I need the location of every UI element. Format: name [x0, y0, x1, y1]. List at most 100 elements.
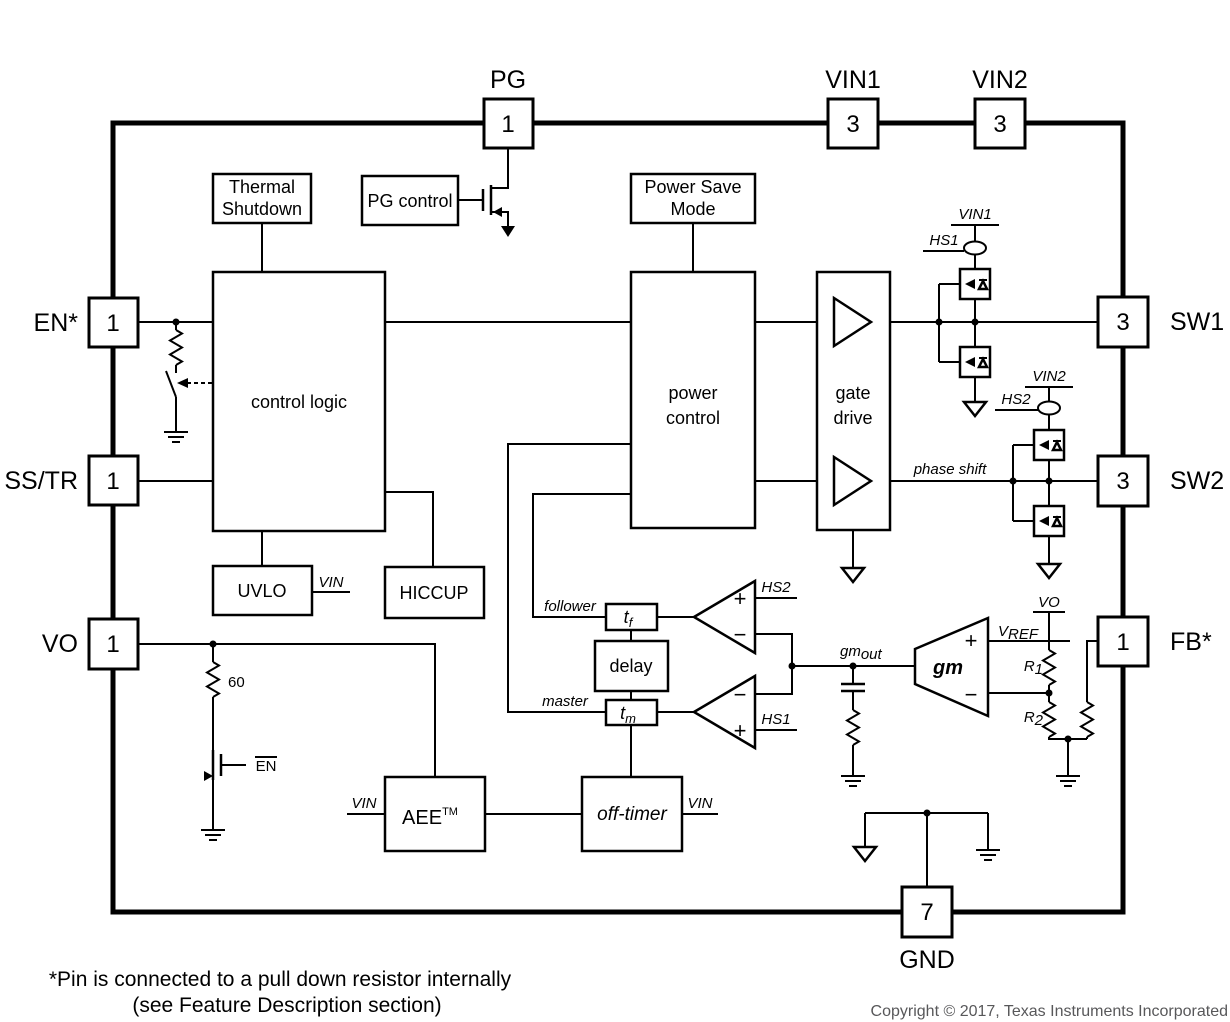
- delay-block: [593, 639, 670, 693]
- sw2-highside-fet-icon: [1032, 428, 1066, 462]
- comparator-upper-plus: +: [734, 586, 747, 611]
- pin-pg: 1 PG: [482, 66, 535, 150]
- gmout-capacitor-icon: [841, 682, 865, 693]
- gnd-earth-ground-icon: [976, 849, 1000, 861]
- pin-vo-number: 1: [106, 631, 119, 658]
- pin-fb-box: [1096, 615, 1150, 668]
- pin-fb: 1 FB*: [1096, 615, 1212, 668]
- pin-en-box: [87, 296, 140, 349]
- pin-sw2: 3 SW2: [1096, 454, 1224, 508]
- vin1-bridge-label: VIN1: [958, 206, 991, 223]
- delay-label: delay: [609, 656, 652, 676]
- power-save-label-1: Power Save: [644, 177, 741, 197]
- pin-vin1-number: 3: [846, 111, 859, 138]
- pin-sstr: 1 SS/TR: [4, 454, 140, 507]
- buffer-upper-icon: [832, 295, 874, 349]
- pin-sw2-box: [1096, 454, 1150, 508]
- signal-labels: follower master phase shift HS2 HS1 VIN …: [318, 206, 1073, 812]
- pin-fb-label: FB*: [1170, 628, 1212, 656]
- junction-sw1-node: [971, 318, 979, 326]
- gm-label: gm: [932, 657, 963, 679]
- pin-pg-label: PG: [490, 66, 526, 94]
- thermal-shutdown-block: [211, 172, 313, 225]
- comparator-lower-icon: [691, 673, 757, 751]
- junction-dots: [172, 318, 1072, 817]
- control-logic-label: control logic: [251, 392, 347, 412]
- pin-vin2: 3 VIN2: [972, 66, 1028, 150]
- tf-label: tf: [624, 607, 634, 630]
- vo-pulldown-resistor: [205, 661, 221, 698]
- tm-label: tm: [620, 703, 636, 726]
- vo-pulldown-value: 60: [228, 674, 245, 691]
- pin-vin1-label: VIN1: [825, 66, 881, 94]
- vo-discharge-mosfet-icon: [204, 750, 246, 781]
- junction-vo: [209, 640, 217, 648]
- pin-sstr-box: [87, 454, 140, 507]
- power-save-label-2: Mode: [670, 199, 715, 219]
- wire-hiccup-feed: [385, 491, 434, 567]
- junction-comparator: [788, 662, 796, 670]
- pin-vin2-box: [973, 97, 1027, 150]
- pin-fb-number: 1: [1116, 629, 1129, 656]
- pin-vo-label: VO: [42, 630, 78, 658]
- hiccup-label: HICCUP: [399, 583, 468, 603]
- hs2-comp-label: HS2: [761, 579, 791, 596]
- gmout-resistor: [845, 709, 861, 746]
- buffer-lower-icon: [832, 454, 874, 508]
- r1-label: R1: [1024, 658, 1043, 678]
- comparator-lower-plus: +: [734, 718, 747, 743]
- wire-comp-lower-minus: [755, 666, 793, 695]
- gnd-power-ground-icon: [851, 845, 879, 864]
- pin-vo: 1 VO: [42, 617, 140, 671]
- pin-sw1-number: 3: [1116, 309, 1129, 336]
- pin-vin2-label: VIN2: [972, 66, 1028, 94]
- sw1-highside-fet-icon: [958, 267, 992, 301]
- comparator-upper-icon: [691, 578, 757, 656]
- passives: 60 EN: [164, 149, 1095, 864]
- gmout-earth-ground-icon: [841, 775, 865, 787]
- wire-divider-bottom: [1048, 737, 1087, 740]
- en-switch-blade: [165, 370, 177, 398]
- comparators: + − − + + − gm: [691, 578, 990, 751]
- pin-sw1: 3 SW1: [1096, 295, 1224, 349]
- r2-resistor: [1041, 701, 1057, 738]
- off-timer-block: [580, 775, 684, 853]
- fb-pulldown-resistor: [1079, 701, 1095, 738]
- wire-master: [507, 443, 631, 713]
- pin-gnd-label: GND: [899, 946, 955, 974]
- en-pulldown-resistor: [168, 329, 184, 366]
- tf-block: [604, 602, 659, 632]
- en-earth-ground-icon: [164, 431, 188, 443]
- sw2-lowside-fet-icon: [1032, 504, 1066, 538]
- pin-en-label: EN*: [34, 309, 79, 337]
- junction-gnd: [923, 809, 931, 817]
- blocks: Thermal Shutdown PG control Power Save M…: [211, 172, 892, 853]
- junction-en: [172, 318, 180, 326]
- junction-divider-bottom: [1064, 735, 1072, 743]
- gm-amplifier-icon: [913, 616, 990, 718]
- sw1-power-ground-icon: [961, 400, 989, 419]
- vref-label: VREF: [998, 623, 1039, 643]
- en-switch-arrow-icon: [177, 378, 188, 388]
- master-label: master: [542, 693, 589, 710]
- pin-sw1-box: [1096, 295, 1150, 349]
- wire-follower: [532, 493, 631, 618]
- divider-earth-ground-icon: [1056, 775, 1080, 787]
- power-save-mode-block: [629, 172, 757, 225]
- footnote-line-2: (see Feature Description section): [132, 994, 441, 1017]
- footnote-line-1: *Pin is connected to a pull down resisto…: [49, 968, 512, 991]
- hs2-current-sensor-icon: [1037, 400, 1061, 416]
- power-control-label-2: control: [666, 408, 720, 428]
- uvlo-label: UVLO: [237, 581, 286, 601]
- pin-gnd-box: [900, 885, 954, 939]
- pin-sstr-number: 1: [106, 468, 119, 495]
- pin-sstr-label: SS/TR: [4, 467, 78, 495]
- pin-vo-box: [87, 617, 140, 671]
- pin-gnd: 7 GND: [899, 885, 955, 974]
- junction-gmout: [849, 662, 857, 670]
- gate-drive-label-1: gate: [835, 383, 870, 403]
- ic-boundary: [110, 120, 1126, 915]
- notes: *Pin is connected to a pull down resisto…: [49, 968, 1228, 1020]
- gate-drive-label-2: drive: [833, 408, 872, 428]
